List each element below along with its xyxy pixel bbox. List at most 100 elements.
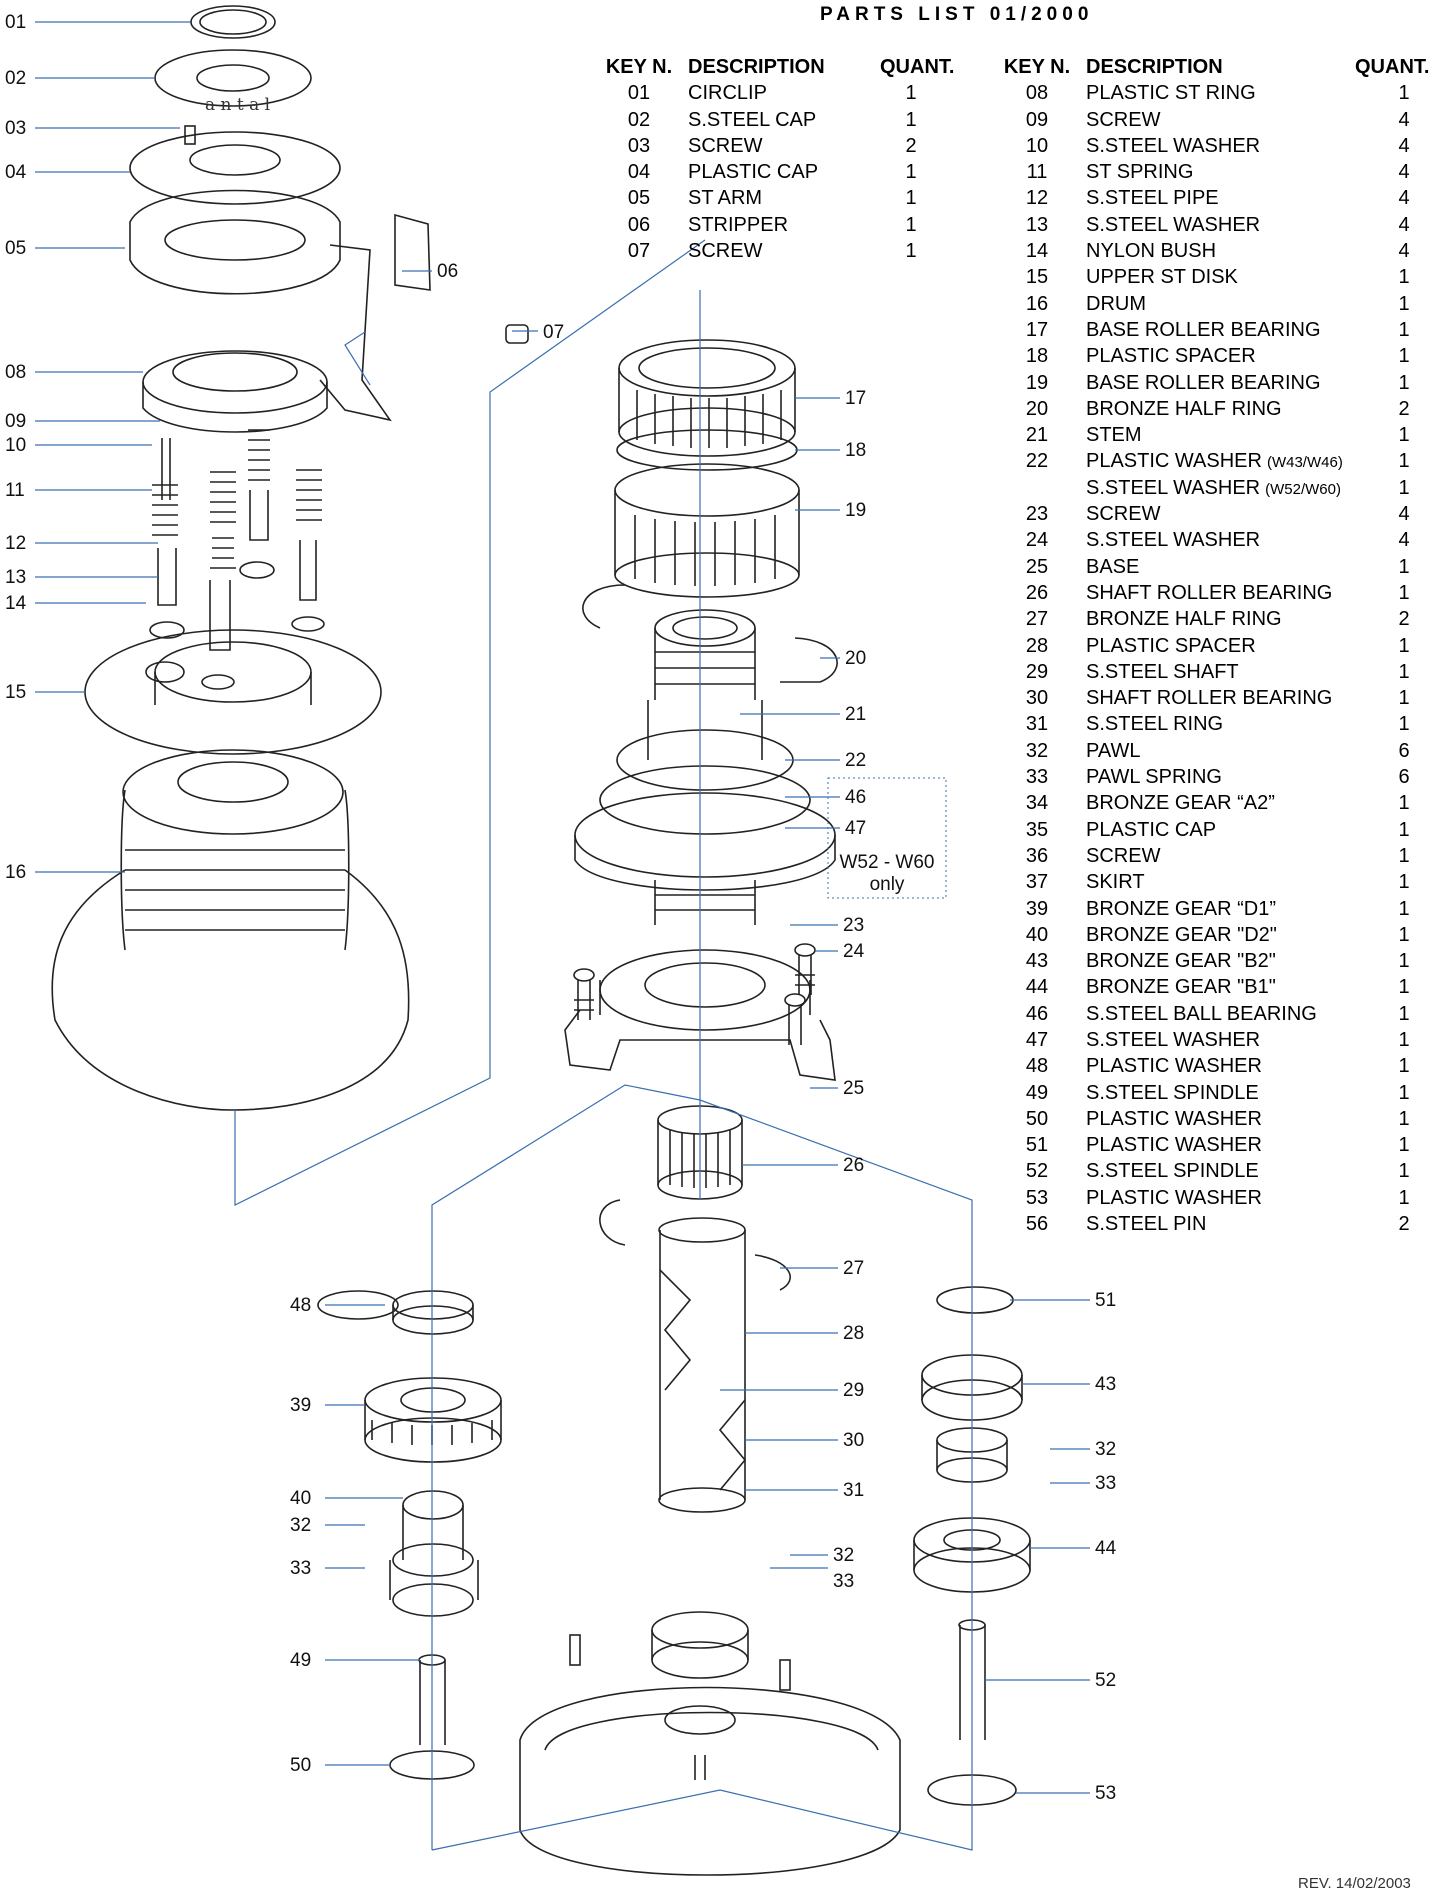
part-description-text: PLASTIC WASHER [1086, 450, 1262, 473]
part-key: 13 [1025, 213, 1049, 236]
part-key: 17 [1025, 318, 1049, 341]
part-quantity: 2 [1398, 1213, 1410, 1236]
part-key: 16 [1025, 292, 1049, 315]
part-description: ST SPRING [1086, 159, 1193, 185]
part-description: BRONZE GEAR "D2" [1086, 922, 1277, 948]
table-row: S.STEEL WASHER(W52/W60)1 [998, 475, 1446, 501]
table-row: 48 PLASTIC WASHER 1 [998, 1053, 1446, 1079]
part-description: NYLON BUSH [1086, 238, 1216, 264]
part-quantity: 1 [905, 213, 917, 236]
part-quantity: 1 [1398, 792, 1410, 815]
part-quantity: 1 [1398, 871, 1410, 894]
part-quantity: 1 [1398, 555, 1410, 578]
part-description: BRONZE HALF RING [1086, 396, 1282, 422]
part-quantity: 1 [1398, 1160, 1410, 1183]
callout-32-left: 32 [290, 1515, 311, 1536]
part-key: 03 [627, 134, 651, 157]
part-quantity: 1 [1398, 1107, 1410, 1130]
part-key: 35 [1025, 818, 1049, 841]
part-quantity: 1 [1398, 1055, 1410, 1078]
part-description-text: PLASTIC SPACER [1086, 634, 1256, 657]
part-description: S.STEEL WASHER [1086, 527, 1260, 553]
part-key: 27 [1025, 608, 1049, 631]
table-header: KEY N. DESCRIPTION QUANT. [998, 54, 1446, 80]
part-description: UPPER ST DISK [1086, 264, 1238, 290]
part-description: BRONZE GEAR “D1” [1086, 896, 1276, 922]
part-description-text: ST ARM [688, 187, 763, 210]
part-description-text: BRONZE GEAR “D1” [1086, 897, 1277, 920]
part-quantity: 1 [1398, 581, 1410, 604]
revision-label: REV. 14/02/2003 [1298, 1875, 1411, 1892]
part-quantity: 6 [1398, 739, 1410, 762]
part-quantity: 1 [1398, 923, 1410, 946]
part-key: 48 [1025, 1055, 1049, 1078]
part-key: 19 [1025, 371, 1049, 394]
part-quantity: 1 [1398, 1028, 1410, 1051]
part-description-text: BRONZE HALF RING [1086, 397, 1282, 420]
part-quantity: 1 [1398, 1186, 1410, 1209]
part-description: SCREW [688, 133, 762, 159]
part-quantity: 4 [1398, 213, 1410, 236]
part-quantity: 1 [1398, 660, 1410, 683]
part-quantity: 1 [1398, 424, 1410, 447]
part-quantity: 1 [1398, 818, 1410, 841]
callout-16: 16 [5, 862, 26, 883]
part-description-text: PLASTIC WASHER [1086, 1186, 1262, 1209]
callout-49: 49 [290, 1650, 311, 1671]
callout-28: 28 [843, 1323, 864, 1344]
part-key: 14 [1025, 240, 1049, 263]
part-description-text: S.STEEL SHAFT [1086, 660, 1239, 683]
part-description: S.STEEL WASHER [1086, 133, 1260, 159]
part-description-text: S.STEEL WASHER [1086, 134, 1261, 157]
part-description: BRONZE GEAR "B1" [1086, 974, 1276, 1000]
part-key: 23 [1025, 503, 1049, 526]
callouts: 01 02 03 04 05 06 07 08 09 10 11 12 13 1… [5, 12, 1117, 1804]
part-quantity: 1 [905, 82, 917, 105]
part-description-text: BRONZE GEAR "D2" [1086, 923, 1277, 946]
part-description: SHAFT ROLLER BEARING [1086, 685, 1332, 711]
part-description-text: PLASTIC WASHER [1086, 1055, 1262, 1078]
callout-25: 25 [843, 1078, 864, 1099]
part-quantity: 4 [1398, 503, 1410, 526]
part-description: PLASTIC ST RING [1086, 80, 1256, 106]
part-quantity: 4 [1398, 161, 1410, 184]
callout-40: 40 [290, 1488, 311, 1509]
callout-13: 13 [5, 567, 26, 588]
callout-33-right: 33 [1095, 1473, 1116, 1494]
callout-19: 19 [845, 500, 866, 521]
part-description-text: PLASTIC CAP [1086, 818, 1217, 841]
part-description: PLASTIC CAP [1086, 817, 1216, 843]
part-description-text: S.STEEL CAP [688, 108, 817, 131]
callout-50: 50 [290, 1755, 311, 1776]
callout-22: 22 [845, 750, 866, 771]
part-key: 26 [1025, 581, 1049, 604]
callout-21: 21 [845, 704, 866, 725]
callout-46: 46 [845, 787, 866, 808]
part-description-text: BRONZE GEAR "B2" [1086, 950, 1276, 973]
part-description: PLASTIC WASHER [1086, 1132, 1262, 1158]
part-description-text: PLASTIC CAP [688, 161, 819, 184]
part-key: 10 [1025, 134, 1049, 157]
callout-17: 17 [845, 388, 866, 409]
part-key: 18 [1025, 345, 1049, 368]
note-box-line2: only [870, 874, 905, 895]
part-description: S.STEEL WASHER [1086, 1027, 1260, 1053]
part-description: S.STEEL PIPE [1086, 185, 1219, 211]
part-description-text: PLASTIC ST RING [1086, 82, 1256, 105]
callout-09: 09 [5, 411, 26, 432]
part-description-text: S.STEEL SPINDLE [1086, 1160, 1259, 1183]
part-key: 06 [627, 213, 651, 236]
